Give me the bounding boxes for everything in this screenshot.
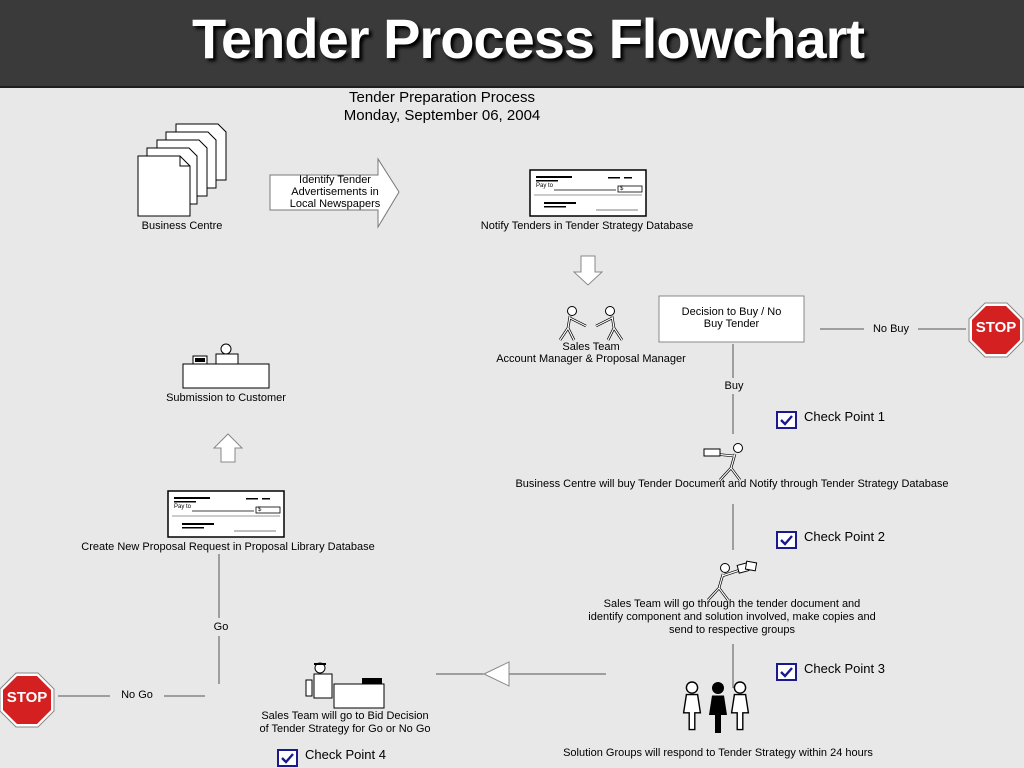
bid-decision-line-1: Sales Team will go to Bid Decision — [261, 710, 429, 722]
flowchart-canvas: STOP STOP Pay to $ Pay to $ Tender Prepa… — [0, 88, 1024, 768]
flowchart-graphics — [0, 123, 1024, 768]
identify-tender-arrow — [269, 157, 400, 229]
checkpoint-3-checkbox — [775, 662, 798, 682]
checkpoint-1-checkbox — [775, 410, 798, 430]
edge-buy: Buy — [716, 380, 752, 393]
person-at-desk-icon — [305, 662, 385, 709]
sales-go-through-line-2: identify component and solution involved… — [588, 611, 876, 623]
left-arrow-icon — [482, 661, 510, 687]
buy-tender-doc-label: Business Centre will buy Tender Document… — [515, 478, 949, 490]
checkpoint-4-checkbox — [276, 748, 299, 768]
notify-cheque-icon — [529, 169, 647, 217]
proposal-cheque-pay-to: Pay to — [174, 504, 192, 510]
page-title: Tender Process Flowchart — [191, 7, 865, 70]
document-stack-icon — [137, 123, 227, 217]
notify-tenders-label: Notify Tenders in Tender Strategy Databa… — [480, 220, 694, 232]
checkpoint-2-checkbox — [775, 530, 798, 550]
person-handing-documents-icon — [707, 560, 758, 601]
edge-no-go: No Go — [110, 689, 164, 702]
sales-go-through-line-3: send to respective groups — [669, 624, 795, 636]
handshake-icon — [558, 306, 624, 341]
up-arrow-icon — [212, 433, 244, 463]
business-centre-label: Business Centre — [141, 220, 223, 232]
bid-decision-line-2: of Tender Strategy for Go or No Go — [259, 723, 431, 735]
submission-label: Submission to Customer — [166, 392, 286, 404]
edge-no-buy: No Buy — [864, 323, 918, 336]
title-bar: Tender Process Flowchart — [0, 0, 1024, 88]
decision-line-2: Buy Tender — [703, 318, 760, 330]
checkpoint-3-label: Check Point 3 — [804, 661, 885, 676]
sales-go-through-line-1: Sales Team will go through the tender do… — [603, 598, 861, 610]
identify-tender-line-1: Identify Tender — [299, 174, 371, 186]
cheque-currency: $ — [620, 186, 624, 192]
identify-tender-line-3: Local Newspapers — [289, 198, 381, 210]
proposal-cheque-currency: $ — [258, 507, 262, 513]
checkpoint-1-label: Check Point 1 — [804, 409, 885, 424]
person-carrying-icon — [703, 443, 743, 481]
solution-groups-label: Solution Groups will respond to Tender S… — [563, 747, 873, 759]
proposal-cheque-icon — [167, 490, 285, 538]
sales-team-line-2: Account Manager & Proposal Manager — [496, 353, 686, 365]
cheque-pay-to: Pay to — [536, 183, 554, 189]
create-proposal-label: Create New Proposal Request in Proposal … — [81, 541, 375, 553]
submission-desk-icon — [182, 343, 270, 389]
sales-team-line-1: Sales Team — [562, 341, 620, 353]
decision-box — [658, 295, 805, 343]
edge-go: Go — [205, 621, 237, 634]
checkpoint-2-label: Check Point 2 — [804, 529, 885, 544]
stop-sign-text: STOP — [975, 319, 1017, 336]
decision-line-1: Decision to Buy / No — [681, 306, 782, 318]
subtitle-line-2: Monday, September 06, 2004 — [343, 107, 541, 124]
down-arrow-icon — [572, 255, 604, 286]
solution-groups-icon — [682, 681, 750, 733]
checkpoint-4-label: Check Point 4 — [305, 747, 386, 762]
identify-tender-line-2: Advertisements in — [291, 186, 379, 198]
stop-sign-text-2: STOP — [6, 689, 48, 706]
subtitle-line-1: Tender Preparation Process — [349, 89, 535, 106]
